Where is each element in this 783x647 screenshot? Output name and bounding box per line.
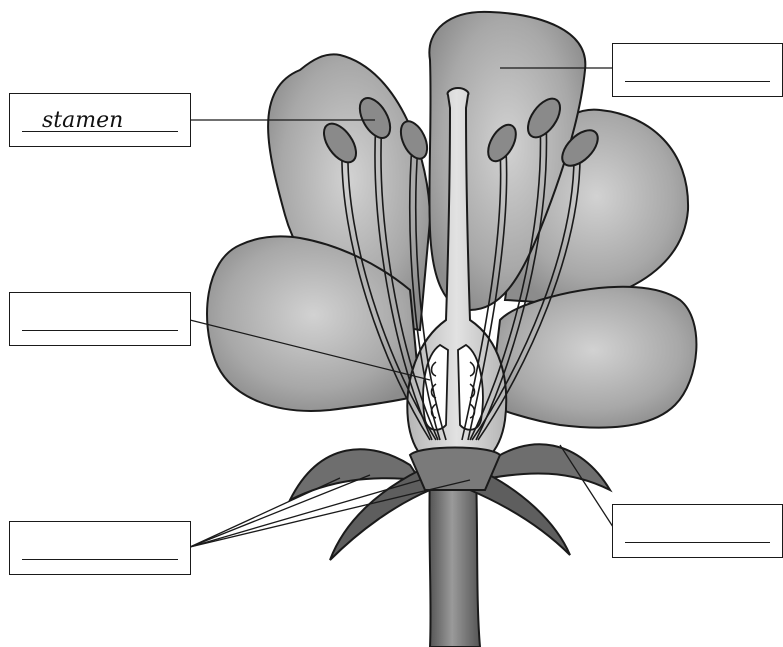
label-box-stamen[interactable]: stamen: [9, 93, 191, 147]
label-box-bottom-right[interactable]: [612, 504, 783, 558]
label-bottom-right-line: [625, 542, 770, 543]
petal-right: [490, 287, 696, 428]
label-bottom-left-line: [22, 559, 178, 560]
label-middle-left-line: [22, 330, 178, 331]
label-stamen-text: stamen: [42, 110, 123, 132]
leader-bottom-left-4: [190, 480, 470, 547]
label-box-bottom-left[interactable]: [9, 521, 191, 575]
label-box-middle-left[interactable]: [9, 292, 191, 346]
label-stamen-line: [22, 131, 178, 132]
leader-bottom-left-1: [190, 478, 340, 547]
sepal-left-lower: [330, 470, 430, 560]
label-top-right-line: [625, 81, 770, 82]
stem: [429, 470, 480, 647]
label-box-top-right[interactable]: [612, 43, 783, 97]
